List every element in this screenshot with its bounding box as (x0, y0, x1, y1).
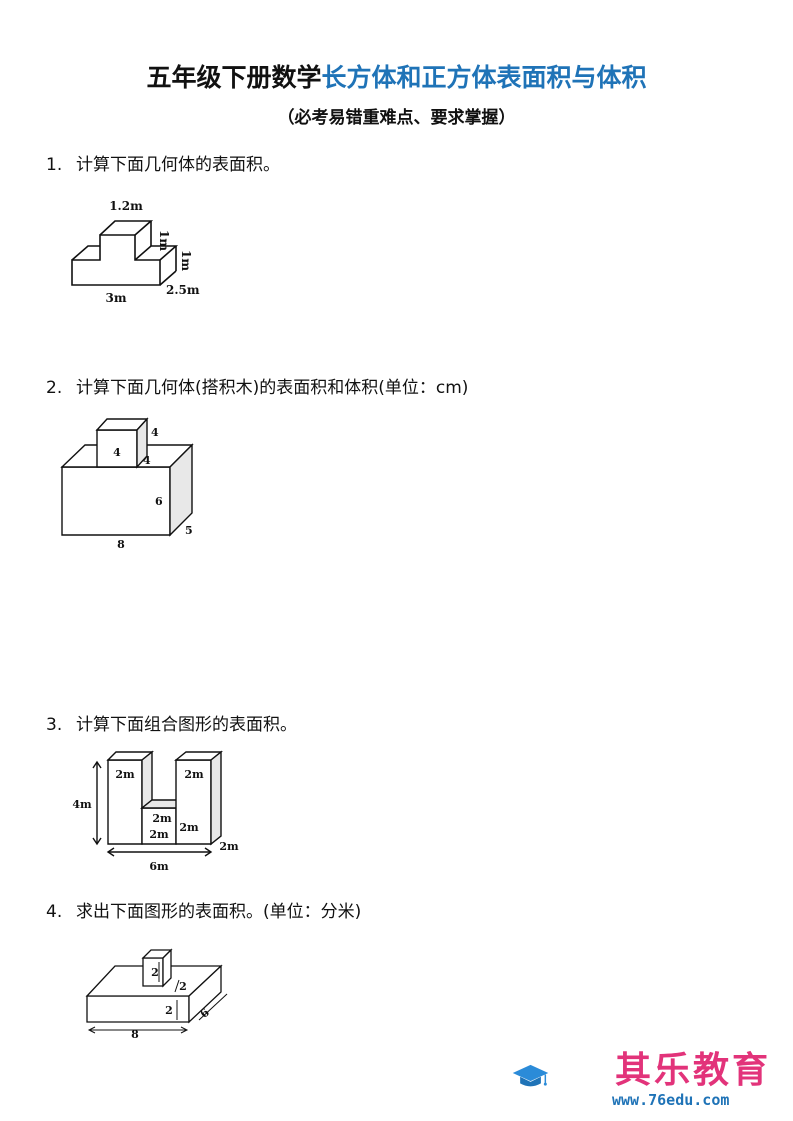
question-text: 计算下面几何体(搭积木)的表面积和体积(单位：cm) (76, 378, 469, 398)
figure-2-blocks: 4 4 4 6 8 5 (60, 417, 194, 551)
question-3: 3. 计算下面组合图形的表面积。 (46, 710, 297, 735)
label-mid-top: 2m (152, 812, 172, 825)
label-cube-depth: 4 (143, 454, 151, 467)
label-base-height: 2 (165, 1004, 173, 1017)
question-number: 4. (46, 902, 63, 922)
question-1: 1. 计算下面几何体的表面积。 (46, 150, 280, 175)
question-text: 求出下面图形的表面积。(单位：分米) (76, 902, 362, 922)
label-mid-front: 2m (149, 828, 169, 841)
page-title: 五年级下册数学长方体和正方体表面积与体积 (0, 58, 793, 94)
label-top-width: 1.2m (109, 199, 143, 213)
label-total-height: 4m (72, 798, 92, 811)
label-cube-height: 2 (151, 966, 159, 979)
brand-name: 其乐教育 (615, 1050, 772, 1091)
figure-1-solid: 1.2m 1m 1m 3m 2.5m (71, 199, 200, 305)
label-length: 8 (117, 538, 125, 551)
label-base-height: 1m (179, 250, 193, 271)
label-cube-side: 4 (113, 446, 121, 459)
label-depth: 2.5m (166, 283, 200, 297)
title-highlight: 长方体和正方体表面积与体积 (321, 63, 647, 92)
figure-4-solid: 2 2 2 8 6 (85, 948, 228, 1041)
question-number: 1. (46, 155, 63, 175)
label-depth: 5 (185, 524, 193, 537)
question-text: 计算下面几何体的表面积。 (76, 155, 280, 175)
brand-url: www.76edu.com (612, 1091, 730, 1109)
question-4: 4. 求出下面图形的表面积。(单位：分米) (46, 897, 361, 922)
label-height: 6 (155, 495, 163, 508)
label-right-col: 2m (184, 768, 204, 781)
question-text: 计算下面组合图形的表面积。 (76, 715, 297, 735)
label-top-height: 1m (157, 230, 171, 251)
brand-logo-icon (512, 1064, 549, 1087)
title-prefix: 五年级下册数学 (146, 63, 322, 92)
label-left-col: 2m (115, 768, 135, 781)
label-depth: 6 (198, 1006, 212, 1021)
page-subtitle: （必考易错重难点、要求掌握） (277, 108, 516, 128)
label-length: 6m (149, 860, 169, 873)
label-length: 8 (131, 1028, 139, 1041)
question-number: 3. (46, 715, 63, 735)
question-number: 2. (46, 378, 63, 398)
question-2: 2. 计算下面几何体(搭积木)的表面积和体积(单位：cm) (46, 373, 468, 398)
label-cube-depth: 2 (179, 980, 187, 993)
label-depth: 2m (219, 840, 239, 853)
label-cube-right: 4 (151, 426, 159, 439)
label-mid-right: 2m (179, 821, 199, 834)
label-length: 3m (105, 291, 126, 305)
figure-3-u-shape: 2m 2m 2m 2m 2m 4m 6m 2m (72, 750, 239, 873)
